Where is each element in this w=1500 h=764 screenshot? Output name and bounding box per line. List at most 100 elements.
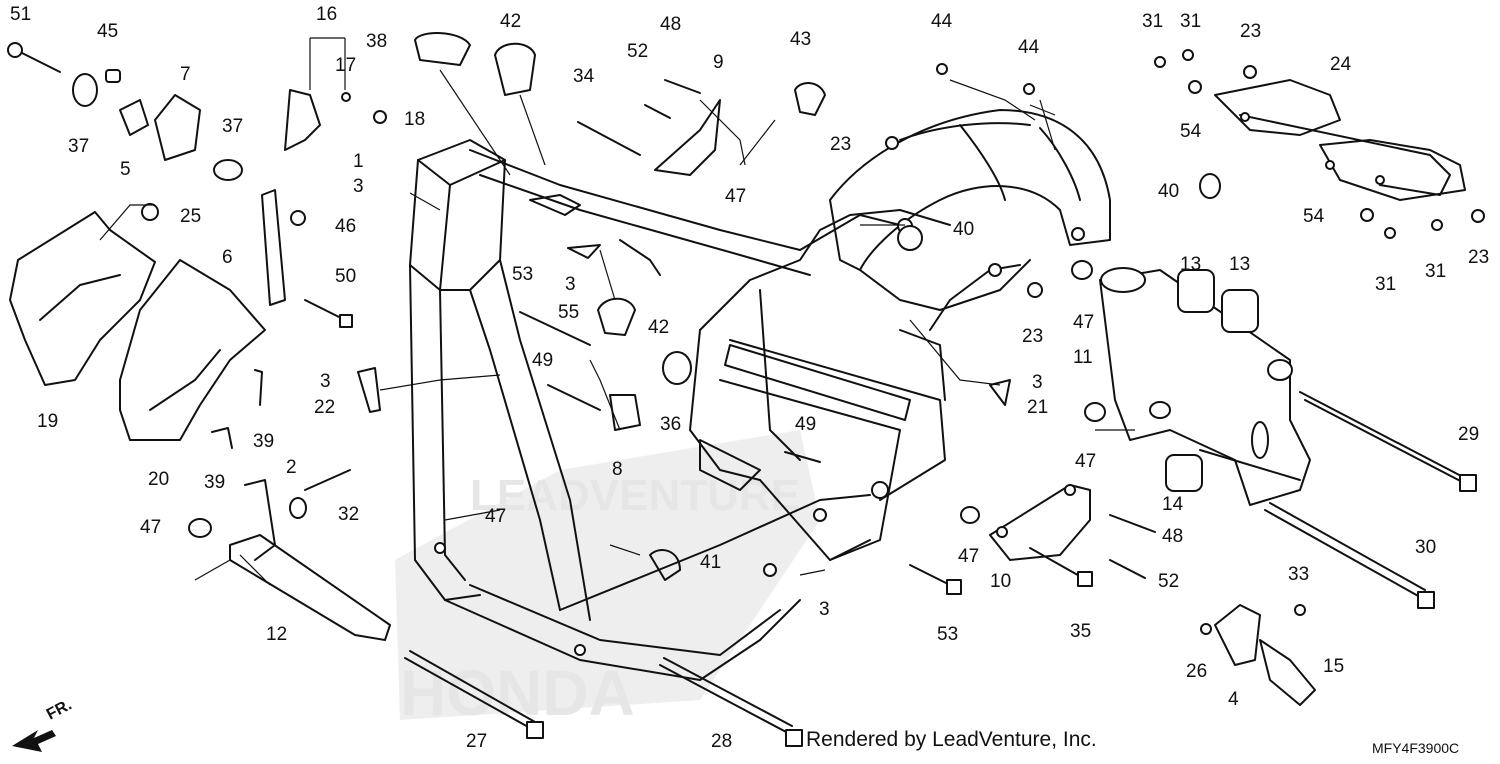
- callout-18: 18: [404, 109, 425, 130]
- callout-31: 31: [1142, 11, 1163, 32]
- callout-37: 37: [68, 136, 89, 157]
- callout-41: 41: [700, 552, 721, 573]
- callout-52: 52: [1158, 571, 1179, 592]
- callout-39: 39: [253, 431, 274, 452]
- callout-5: 5: [120, 159, 131, 180]
- front-direction-label: FR.: [44, 696, 75, 723]
- callout-25: 25: [180, 206, 201, 227]
- callout-40: 40: [1158, 181, 1179, 202]
- callout-30: 30: [1415, 537, 1436, 558]
- callout-28: 28: [711, 731, 732, 752]
- callout-49: 49: [532, 350, 553, 371]
- callout-24: 24: [1330, 54, 1352, 75]
- callout-11: 11: [1073, 347, 1093, 368]
- small-parts: [7, 32, 1485, 635]
- callout-40: 40: [953, 219, 974, 240]
- callout-22: 22: [314, 397, 335, 418]
- callout-33: 33: [1288, 564, 1309, 585]
- callout-48: 48: [660, 14, 681, 35]
- callout-47: 47: [958, 546, 979, 567]
- callout-43: 43: [790, 29, 811, 50]
- callout-47: 47: [140, 517, 161, 538]
- main-frame: [409, 139, 951, 681]
- bracket-10: [989, 484, 1091, 561]
- callout-48: 48: [1162, 526, 1183, 547]
- callout-47: 47: [1075, 451, 1096, 472]
- callout-47: 47: [1073, 312, 1094, 333]
- callout-31: 31: [1180, 11, 1201, 32]
- callout-13: 13: [1229, 254, 1250, 275]
- callout-35: 35: [1070, 621, 1091, 642]
- callout-1: 1: [353, 151, 364, 172]
- callout-31: 31: [1375, 274, 1396, 295]
- callout-50: 50: [335, 266, 356, 287]
- callout-53: 53: [512, 264, 533, 285]
- callout-14: 14: [1162, 494, 1184, 515]
- callout-3: 3: [1032, 372, 1043, 393]
- callout-9: 9: [713, 52, 724, 73]
- callout-13: 13: [1180, 254, 1201, 275]
- callout-51: 51: [10, 4, 31, 25]
- callout-12: 12: [266, 624, 287, 645]
- callout-19: 19: [37, 411, 58, 432]
- callout-3: 3: [565, 274, 576, 295]
- callout-6: 6: [222, 247, 233, 268]
- callout-17: 17: [335, 55, 356, 76]
- callout-2: 2: [286, 457, 297, 478]
- callout-53: 53: [937, 624, 958, 645]
- rendered-by-credit: Rendered by LeadVenture, Inc.: [806, 728, 1097, 751]
- leader-lines: [99, 37, 1135, 586]
- callout-8: 8: [612, 459, 623, 480]
- callout-54: 54: [1303, 206, 1325, 227]
- diagram-code: MFY4F3900C: [1372, 740, 1460, 756]
- long-bolts: [404, 391, 1477, 747]
- front-direction-arrow-icon: FR.: [12, 696, 75, 752]
- callout-15: 15: [1323, 656, 1344, 677]
- callout-38: 38: [366, 31, 387, 52]
- callout-3: 3: [320, 371, 331, 392]
- callout-16: 16: [316, 4, 337, 25]
- callout-21: 21: [1027, 397, 1048, 418]
- side-covers: [9, 211, 266, 441]
- callout-54: 54: [1180, 121, 1202, 142]
- callout-52: 52: [627, 41, 648, 62]
- bracket-4: [1214, 604, 1316, 706]
- callout-45: 45: [97, 21, 118, 42]
- callouts: 51 45 7 37 5 16 17 18 38 42 48 52 9 43 4…: [10, 4, 1489, 752]
- bracket-12: [229, 479, 391, 641]
- callout-23: 23: [1468, 247, 1489, 268]
- callout-47: 47: [725, 186, 746, 207]
- callout-39: 39: [204, 472, 225, 493]
- callout-36: 36: [660, 414, 681, 435]
- callout-23: 23: [1240, 21, 1261, 42]
- callout-23: 23: [1022, 326, 1043, 347]
- callout-20: 20: [148, 469, 169, 490]
- callout-42: 42: [500, 11, 521, 32]
- callout-31: 31: [1425, 261, 1446, 282]
- callout-46: 46: [335, 216, 356, 237]
- callout-49: 49: [795, 414, 816, 435]
- engine-mount-11: [1099, 267, 1311, 506]
- callout-42: 42: [648, 317, 669, 338]
- watermark-logo-text: HONDA: [400, 657, 635, 729]
- callout-7: 7: [180, 64, 191, 85]
- callout-10: 10: [990, 571, 1011, 592]
- callout-55: 55: [558, 302, 579, 323]
- callout-47: 47: [485, 506, 506, 527]
- watermark-text: LEADVENTURE: [470, 471, 800, 520]
- callout-37: 37: [222, 116, 243, 137]
- callout-26: 26: [1186, 661, 1207, 682]
- callout-4: 4: [1228, 689, 1239, 710]
- rear-bracket-24: [1214, 79, 1466, 201]
- callout-29: 29: [1458, 424, 1479, 445]
- callout-44: 44: [931, 11, 953, 32]
- callout-32: 32: [338, 504, 359, 525]
- callout-27: 27: [466, 731, 487, 752]
- callout-34: 34: [573, 66, 595, 87]
- rear-fender: [829, 109, 1111, 331]
- callout-23: 23: [830, 134, 851, 155]
- callout-44: 44: [1018, 37, 1040, 58]
- callout-3: 3: [353, 176, 364, 197]
